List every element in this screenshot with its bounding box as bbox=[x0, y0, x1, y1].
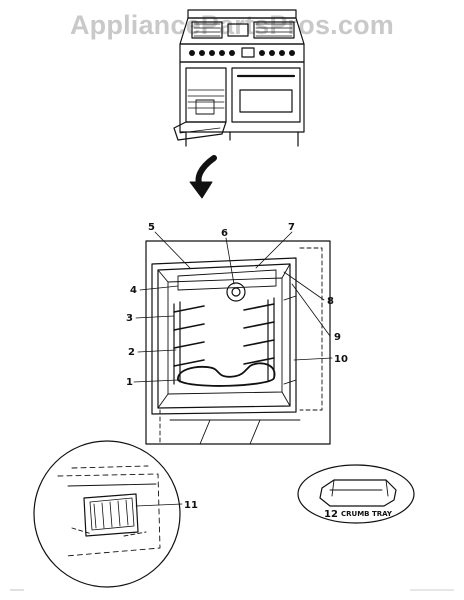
crumb-tray-label: CRUMB TRAY bbox=[341, 510, 393, 518]
crumb-tray bbox=[297, 464, 415, 524]
range-overview bbox=[173, 9, 305, 147]
curved-arrow-down-icon bbox=[189, 155, 217, 199]
oven-cavity bbox=[145, 240, 331, 445]
callout-2: 2 bbox=[128, 347, 135, 358]
callout-5: 5 bbox=[148, 222, 155, 233]
callout-12: 12 bbox=[324, 509, 338, 520]
callout-6: 6 bbox=[221, 228, 228, 239]
callout-1: 1 bbox=[126, 377, 133, 388]
callout-4: 4 bbox=[130, 285, 137, 296]
callout-numbers: 5 6 7 4 3 2 1 8 9 10 11 12 CRUMB TRAY bbox=[126, 222, 393, 520]
callout-9: 9 bbox=[334, 332, 341, 343]
callout-8: 8 bbox=[327, 296, 334, 307]
callout-11: 11 bbox=[184, 500, 198, 511]
callout-7: 7 bbox=[288, 222, 295, 233]
watermark: AppliancePartsPros.com bbox=[69, 10, 394, 40]
callout-leaders bbox=[133, 231, 333, 507]
callout-10: 10 bbox=[334, 354, 348, 365]
detail-circle bbox=[33, 440, 181, 588]
callout-3: 3 bbox=[126, 313, 133, 324]
